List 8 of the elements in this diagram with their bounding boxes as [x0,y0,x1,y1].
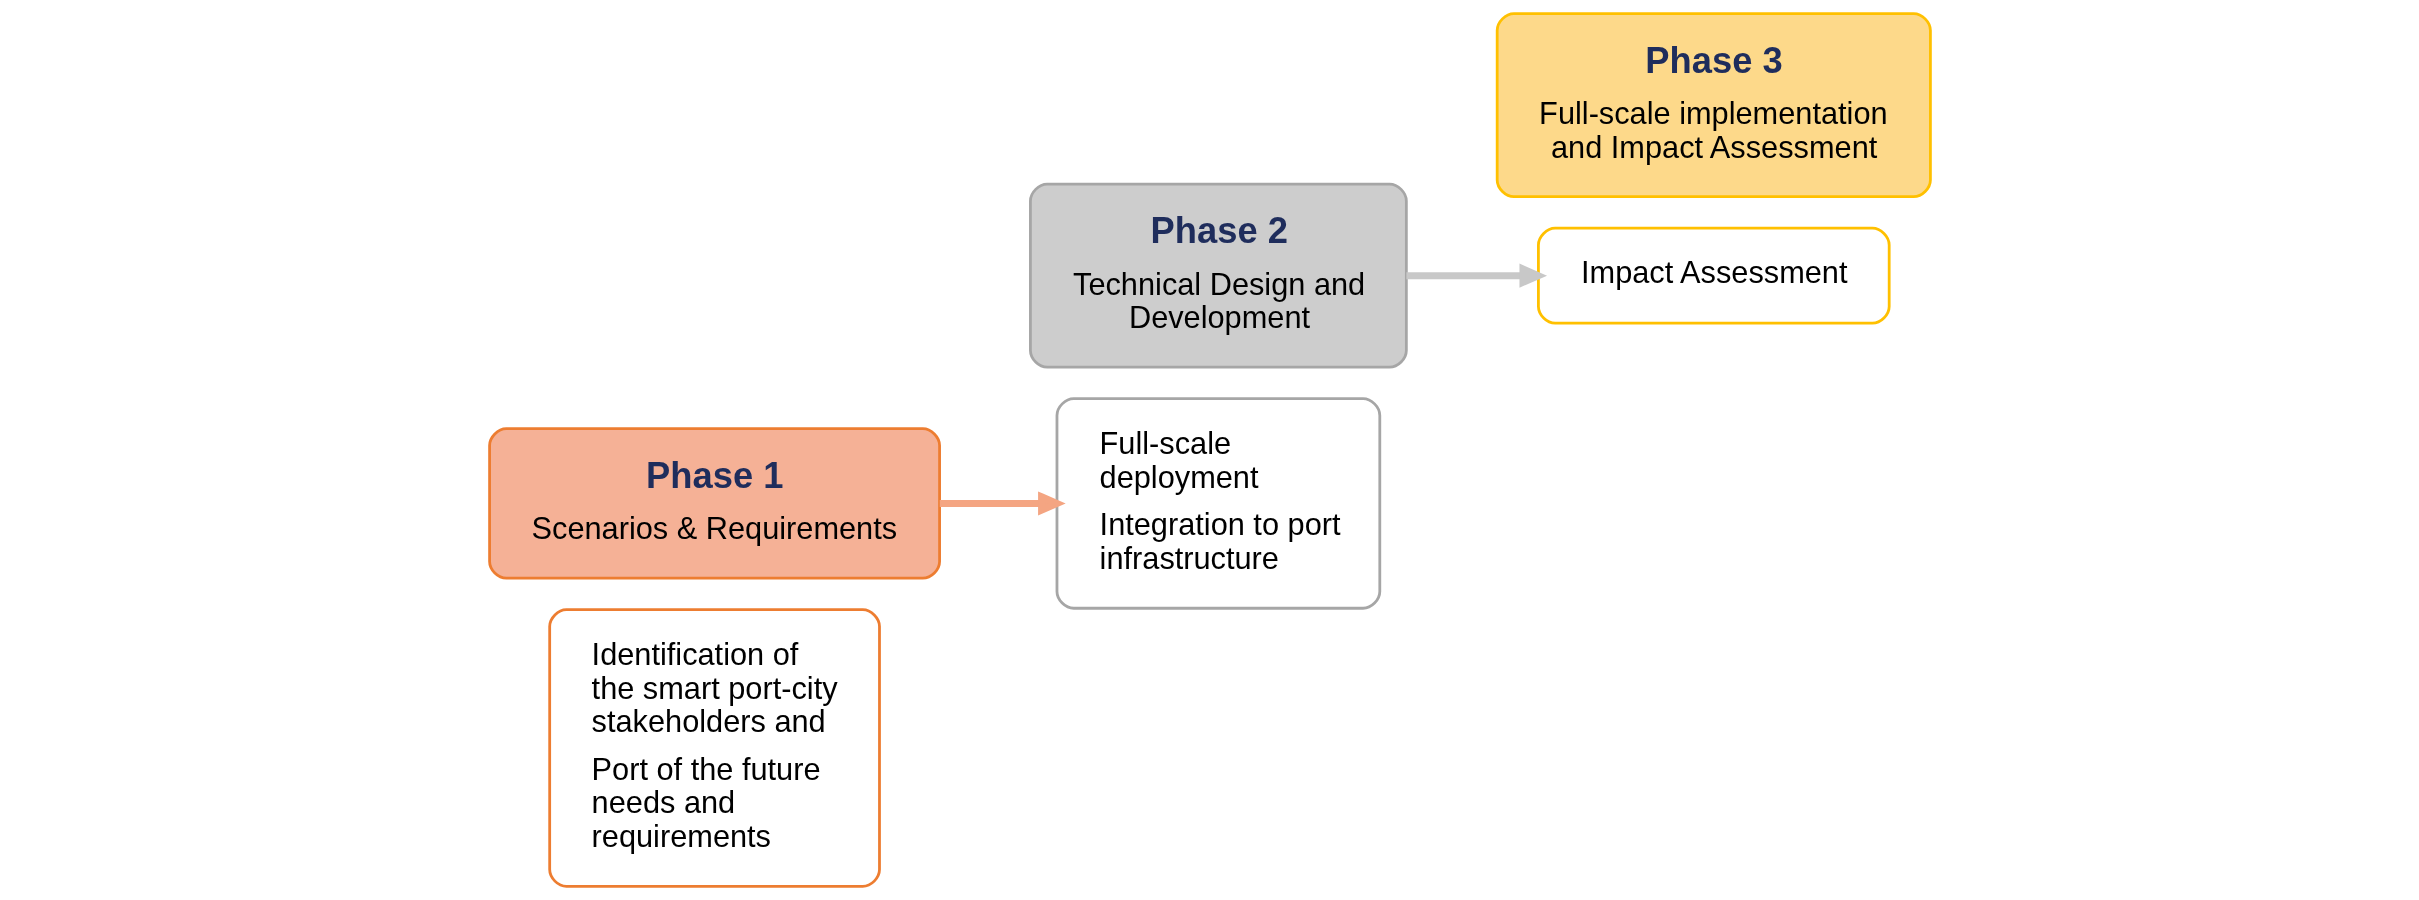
node-box: Phase 1 Scenarios & Requirements [487,427,941,580]
node-box: Impact Assessment [1536,226,1891,325]
arrow [1405,263,1547,288]
arrow [939,491,1066,516]
node-box: Phase 2 Technical Design and Development [1028,182,1408,369]
node-box: Full-scale deployment Integration to port infrastructure [1055,397,1381,610]
node-box: Phase 3 Full-scale implementation and Impact Assessment [1495,12,1932,199]
node-box: Identification of the smart port-city stakeholders and Port of the future needs and requirements [547,608,881,888]
